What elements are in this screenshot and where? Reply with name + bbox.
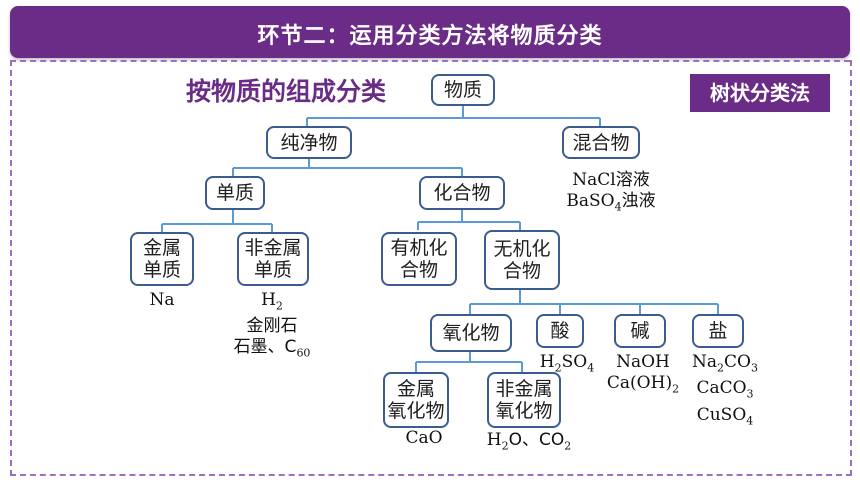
- node-oxide: 氧化物: [430, 314, 512, 352]
- examples-nonmetal-element: H2 金刚石 石墨、C60: [216, 290, 328, 364]
- node-acid: 酸: [536, 314, 584, 348]
- example-metal-oxide: CaO: [405, 428, 443, 448]
- example-mixture-1: NaCl溶液: [572, 170, 650, 190]
- dashed-divider: [10, 60, 850, 62]
- node-base-label: 碱: [630, 320, 650, 342]
- examples-salt: Na2CO3 CaCO3 CuSO4: [682, 352, 768, 431]
- example-nonmetal-3: 石墨、C60: [233, 337, 311, 360]
- node-substance-label: 物质: [443, 79, 482, 101]
- content-frame: [10, 60, 852, 476]
- section-title-bar: 环节二：运用分类方法将物质分类: [10, 6, 850, 58]
- node-inorganic-compound: 无机化 合物: [484, 230, 560, 290]
- node-nonmetal-oxide: 非金属 氧化物: [487, 372, 561, 428]
- node-organic-compound-line1: 有机化: [390, 237, 448, 259]
- example-nonmetal-oxide: H2O、CO2: [486, 430, 572, 453]
- examples-mixture: NaCl溶液 BaSO4浊液: [556, 170, 666, 217]
- node-element-label: 单质: [215, 182, 254, 204]
- node-metal-element-line2: 单质: [142, 259, 181, 281]
- connector-compound: [417, 210, 521, 230]
- node-nonmetal-element-line1: 非金属: [244, 237, 302, 259]
- node-inorganic-compound-line2: 合物: [502, 260, 541, 282]
- node-metal-element-line1: 金属: [142, 237, 181, 259]
- node-compound-label: 化合物: [433, 182, 491, 204]
- connector-oxide: [415, 352, 523, 372]
- slide-subtitle: 按物质的组成分类: [186, 77, 387, 106]
- connector-root: [306, 106, 601, 126]
- connector-inorganic: [469, 290, 719, 314]
- node-nonmetal-element-line2: 单质: [253, 259, 292, 281]
- node-metal-oxide-line2: 氧化物: [387, 400, 445, 422]
- node-mixture-label: 混合物: [572, 131, 630, 154]
- connector-pure: [232, 159, 463, 176]
- node-nonmetal-element: 非金属 单质: [237, 232, 309, 286]
- examples-base: NaOH Ca(OH)2: [598, 352, 688, 399]
- node-organic-compound: 有机化 合物: [381, 232, 457, 286]
- method-badge: 树状分类法: [690, 74, 830, 112]
- section-title: 环节二：运用分类方法将物质分类: [257, 24, 603, 49]
- node-substance: 物质: [431, 74, 495, 106]
- node-salt: 盐: [692, 314, 744, 348]
- example-nonmetal-2: 金刚石: [246, 316, 298, 337]
- node-nonmetal-oxide-line2: 氧化物: [495, 400, 553, 422]
- node-compound: 化合物: [419, 176, 505, 210]
- header-banner: 环节二：运用分类方法将物质分类: [0, 0, 860, 64]
- node-salt-label: 盐: [708, 320, 728, 342]
- node-base: 碱: [614, 314, 666, 348]
- node-organic-compound-line2: 合物: [399, 259, 438, 281]
- example-salt-2: CaCO3: [696, 378, 754, 401]
- example-acid: H2SO4: [539, 352, 595, 375]
- node-pure-substance-label: 纯净物: [280, 131, 338, 154]
- example-metal-element: Na: [149, 290, 175, 310]
- example-salt-1: Na2CO3: [692, 352, 758, 375]
- node-nonmetal-oxide-line1: 非金属: [495, 378, 553, 400]
- example-salt-3: CuSO4: [696, 404, 754, 428]
- example-nonmetal-1: H2: [261, 290, 283, 313]
- connector-element: [161, 210, 273, 232]
- example-mixture-2: BaSO4浊液: [566, 191, 656, 214]
- node-inorganic-compound-line1: 无机化: [493, 238, 551, 260]
- node-acid-label: 酸: [550, 320, 570, 342]
- node-metal-element: 金属 单质: [130, 232, 194, 286]
- example-base-2: Ca(OH)2: [606, 373, 680, 396]
- node-metal-oxide: 金属 氧化物: [383, 372, 449, 428]
- example-base-1: NaOH: [616, 352, 670, 372]
- node-element: 单质: [205, 176, 265, 210]
- node-mixture: 混合物: [562, 126, 640, 159]
- node-metal-oxide-line1: 金属: [396, 378, 435, 400]
- node-pure-substance: 纯净物: [266, 126, 352, 159]
- node-oxide-label: 氧化物: [442, 322, 500, 344]
